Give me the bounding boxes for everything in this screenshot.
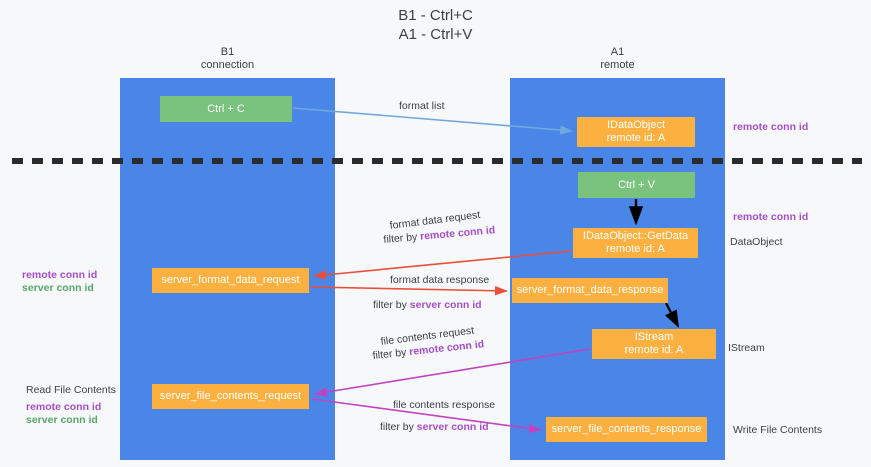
node-idataobject[interactable]: IDataObject remote id: A — [577, 117, 695, 147]
swimlane-title-a1: A1 remote — [600, 46, 635, 71]
server-conn-id-text: server conn id — [26, 414, 98, 426]
remote-conn-id-text: remote conn id — [26, 401, 102, 413]
right-label-remote-conn-id-top: remote conn id — [733, 121, 809, 133]
page-title: B1 - Ctrl+C A1 - Ctrl+V — [398, 7, 473, 43]
node-idataobject-getdata[interactable]: IDataObject::GetData remote id: A — [573, 228, 698, 258]
left-label-conn-ids-bottom: remote conn id server conn id — [26, 401, 101, 427]
edge-label-format-list: format list — [399, 100, 445, 112]
edge-label-file-contents-response: file contents response — [393, 399, 496, 411]
filter-by-text: filter by — [383, 231, 418, 246]
node-istream[interactable]: IStream remote id: A — [592, 329, 716, 359]
filter-by-text: filter by — [372, 346, 407, 362]
server-conn-id-text: server conn id — [22, 282, 94, 294]
node-ctrl-v[interactable]: Ctrl + V — [578, 172, 695, 198]
node-server-file-contents-request[interactable]: server_file_contents_request — [152, 384, 309, 409]
right-label-write-file-contents: Write File Contents — [733, 424, 823, 436]
node-server-file-contents-response[interactable]: server_file_contents_response — [546, 417, 707, 442]
edge-label-filter-by-server-conn-id-2: filter by server conn id — [380, 421, 489, 434]
swimlane-title-b1: B1 connection — [200, 46, 255, 71]
node-ctrl-c[interactable]: Ctrl + C — [160, 96, 292, 122]
server-conn-id-text: server conn id — [416, 421, 489, 433]
filter-by-text: filter by — [373, 299, 407, 311]
node-server-format-data-response[interactable]: server_format_data_response — [512, 278, 668, 303]
edge-label-filter-by-server-conn-id-1: filter by server conn id — [373, 299, 482, 312]
left-label-read-file-contents: Read File Contents — [26, 384, 116, 396]
right-label-remote-conn-id-mid: remote conn id — [733, 211, 809, 223]
left-label-conn-ids-top: remote conn id server conn id — [22, 269, 97, 295]
right-label-istream: IStream — [728, 342, 765, 354]
remote-conn-id-text: remote conn id — [22, 269, 98, 281]
node-server-format-data-request[interactable]: server_format_data_request — [152, 268, 309, 293]
server-conn-id-text: server conn id — [409, 299, 482, 311]
right-label-dataobject: DataObject — [730, 236, 783, 248]
edge-label-format-data-response: format data response — [390, 274, 490, 286]
filter-by-text: filter by — [380, 421, 414, 433]
